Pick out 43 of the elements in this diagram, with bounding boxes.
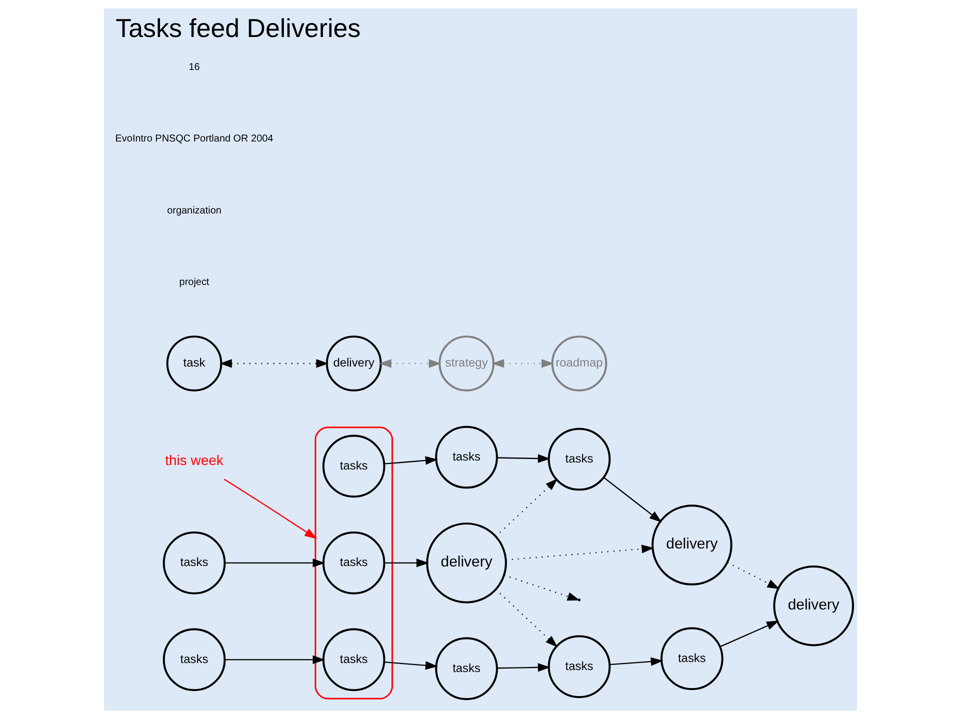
node-text: this week <box>165 452 224 468</box>
diagram-title: Tasks feed Deliveries <box>116 15 361 44</box>
arrow <box>603 476 662 522</box>
label: 16 <box>188 62 200 73</box>
node-circle: tasks <box>548 635 611 698</box>
arrow <box>497 663 550 672</box>
node-circle: tasks <box>435 426 498 489</box>
arrow <box>224 655 326 664</box>
arrow <box>224 478 317 539</box>
label: EvoIntro PNSQC Portland OR 2004 <box>115 134 274 145</box>
node-circle: tasks <box>322 532 386 594</box>
node-circle: roadmap <box>551 336 608 392</box>
cluster <box>314 426 393 700</box>
node-circle: tasks <box>548 428 611 491</box>
arrow <box>504 574 580 601</box>
node-circle: strategy <box>438 336 494 392</box>
arrow <box>219 359 329 368</box>
node-circle: tasks <box>162 628 226 692</box>
arrow <box>224 558 326 568</box>
arrow <box>495 478 558 537</box>
node-circle: tasks <box>322 434 386 498</box>
node-circle: tasks <box>162 532 226 594</box>
node-circle: tasks <box>660 627 724 690</box>
arrow <box>506 544 654 560</box>
node-circle: tasks <box>322 628 386 692</box>
arrow <box>378 359 442 368</box>
arrow <box>384 661 438 670</box>
arrow <box>610 657 664 666</box>
node-circle: tasks <box>435 637 498 700</box>
arrow <box>720 620 780 648</box>
node-circle: task <box>166 336 222 392</box>
arrow <box>384 456 438 465</box>
node-circle: delivery <box>426 522 507 604</box>
arrow <box>384 558 429 568</box>
node-circle: delivery <box>326 336 382 392</box>
label: organization <box>167 205 222 216</box>
arrow <box>497 454 550 463</box>
label: project <box>179 277 210 288</box>
arrow <box>492 359 554 368</box>
arrow <box>495 588 558 648</box>
arrow <box>727 562 780 590</box>
node-circle: delivery <box>773 565 854 646</box>
node-circle: delivery <box>652 504 732 586</box>
